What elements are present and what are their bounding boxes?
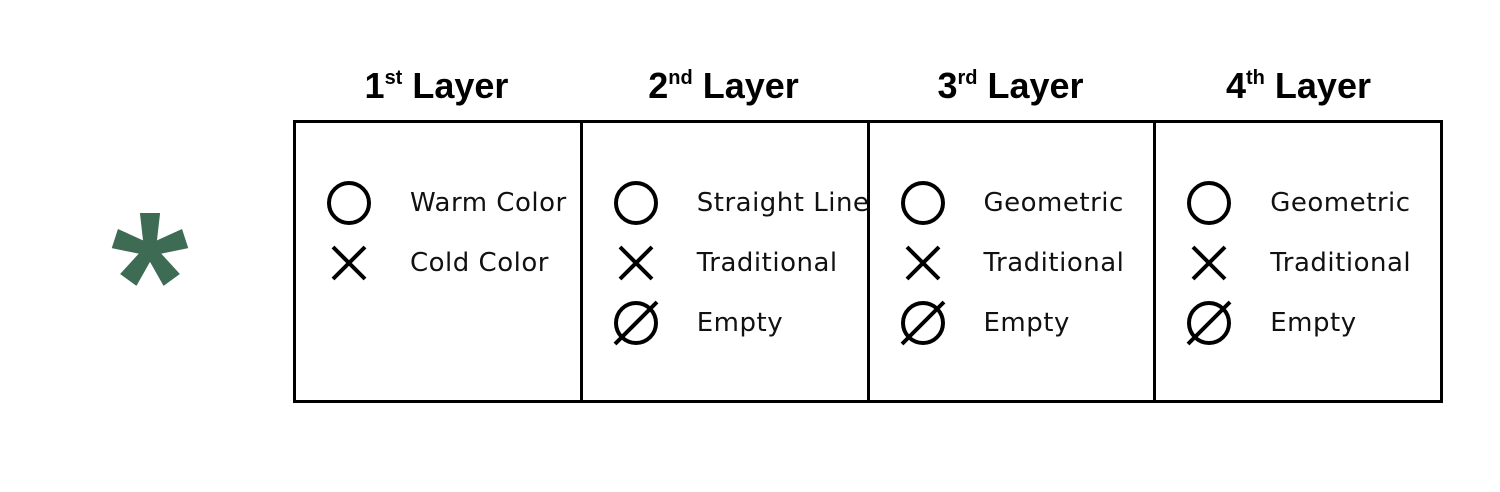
legend-label: Empty bbox=[983, 308, 1070, 338]
legend-label: Geometric bbox=[1270, 188, 1411, 218]
legend-item: Traditional bbox=[1184, 238, 1411, 288]
legend-label: Traditional bbox=[1270, 248, 1412, 278]
layer-1-cell: Warm Color Cold Color bbox=[296, 123, 583, 400]
legend-item: Empty bbox=[1184, 298, 1356, 348]
layer-3-header: 3rd Layer bbox=[937, 65, 1084, 106]
layer-3-cell: Geometric Traditional Empty bbox=[870, 123, 1157, 400]
legend-label: Empty bbox=[1270, 308, 1357, 338]
layer-2-header: 2nd Layer bbox=[648, 65, 799, 106]
legend-label: Traditional bbox=[696, 248, 838, 278]
cross-icon bbox=[1191, 245, 1227, 281]
cross-icon bbox=[331, 245, 367, 281]
legend-item: Geometric bbox=[1184, 178, 1410, 228]
legend-item: Traditional bbox=[611, 238, 838, 288]
circle-icon bbox=[613, 181, 658, 225]
legend-label: Empty bbox=[696, 308, 784, 338]
layer-4-cell: Geometric Traditional Empty bbox=[1156, 123, 1440, 400]
legend-item: Cold Color bbox=[324, 238, 549, 288]
legend-item: Traditional bbox=[898, 238, 1125, 288]
layer-4-header: 4th Layer bbox=[1225, 65, 1371, 106]
legend-label: Straight Line bbox=[696, 188, 870, 218]
legend-item: Straight Line bbox=[611, 178, 870, 228]
legend-label: Geometric bbox=[983, 188, 1124, 218]
legend-item: Empty bbox=[611, 298, 783, 348]
layer-1-header: 1st Layer bbox=[364, 65, 509, 106]
cross-icon bbox=[905, 245, 940, 281]
cross-icon bbox=[618, 245, 654, 281]
circle-icon bbox=[900, 181, 945, 225]
asterisk-icon bbox=[111, 213, 189, 286]
circle-icon bbox=[327, 181, 371, 225]
layer-2-cell: Straight Line Traditional Empty bbox=[583, 123, 870, 400]
legend-label: Cold Color bbox=[410, 248, 549, 278]
empty-set-icon bbox=[1186, 300, 1232, 346]
empty-set-icon bbox=[613, 300, 659, 346]
legend-label: Traditional bbox=[983, 248, 1125, 278]
legend-item: Warm Color bbox=[324, 178, 567, 228]
layer-legend-grid: Warm Color Cold Color Straight Line Trad… bbox=[293, 120, 1443, 403]
legend-item: Geometric bbox=[898, 178, 1124, 228]
legend-label: Warm Color bbox=[410, 188, 567, 218]
legend-item: Empty bbox=[898, 298, 1070, 348]
empty-set-icon bbox=[900, 300, 945, 346]
circle-icon bbox=[1187, 181, 1232, 225]
